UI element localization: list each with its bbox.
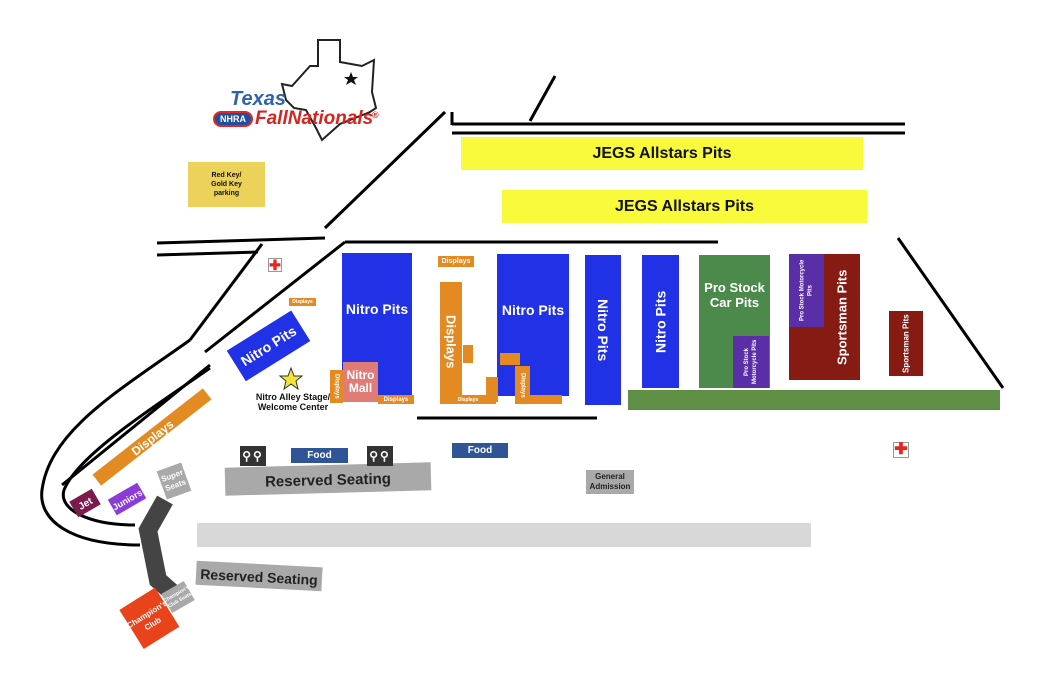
nitro-mall-line2: Mall xyxy=(348,381,373,395)
red-key-line3: parking xyxy=(213,190,240,197)
displays-block-a xyxy=(463,345,473,363)
capital-star-icon xyxy=(344,72,358,85)
sportsman-maroon-block xyxy=(789,326,824,380)
logo-texas-text: Texas xyxy=(230,88,286,110)
first-aid-icon: ✚ xyxy=(268,257,282,273)
jet-box[interactable]: Jet xyxy=(69,488,101,518)
displays-top-label[interactable]: Displays xyxy=(438,256,474,267)
jegs-allstars-pits-top[interactable]: JEGS Allstars Pits xyxy=(461,137,863,170)
restroom-icon-2: ⚲⚲ xyxy=(367,446,393,466)
displays-left-vertical[interactable]: Displays xyxy=(330,370,343,403)
displays-bottom-strip[interactable]: Displays xyxy=(440,395,496,404)
general-admission[interactable]: General Admission xyxy=(586,470,634,494)
displays-block-c xyxy=(500,353,520,365)
logo-registered-mark: ® xyxy=(372,110,379,120)
drag-strip xyxy=(197,523,811,547)
grandstand-path xyxy=(138,495,181,602)
red-key-parking[interactable]: Red Key/ Gold Key parking xyxy=(188,162,265,207)
nitro-pits-3[interactable]: Nitro Pits xyxy=(585,255,621,405)
nitro-mall-line1: Nitro xyxy=(346,368,375,382)
texas-outline-icon xyxy=(280,39,378,142)
svg-text:Reserved Seating: Reserved Seating xyxy=(265,470,391,490)
nitro-pits-2[interactable]: Nitro Pits xyxy=(497,254,569,396)
red-key-line2: Gold Key xyxy=(211,181,242,188)
champions-club-box[interactable]: Champion's Club xyxy=(118,586,181,649)
pro-stock-motorcycle-pits-upper[interactable]: Pro Stock Motorcycle Pits xyxy=(789,254,824,327)
displays-narrow[interactable]: Displays xyxy=(515,366,530,404)
nitro-alley-star-icon xyxy=(278,366,304,391)
juniors-box[interactable]: Juniors xyxy=(107,482,147,516)
pro-stock-motorcycle-pits-lower[interactable]: Pro Stock Motorcycle Pits xyxy=(733,336,769,388)
restroom-icon: ⚲⚲ xyxy=(240,446,266,466)
nitro-alley-line1: Nitro Alley Stage/ xyxy=(255,392,331,402)
nhra-badge: NHRA xyxy=(213,111,253,127)
svg-text:Reserved Seating: Reserved Seating xyxy=(200,566,318,588)
first-aid-icon-2: ✚ xyxy=(893,441,909,458)
nitro-pits-angled[interactable]: Nitro Pits xyxy=(226,310,311,382)
reserved-seating-lower[interactable]: Reserved Seating xyxy=(195,560,323,592)
displays-under-nitro[interactable]: Displays xyxy=(378,395,414,404)
nitro-alley-line2: Welcome Center xyxy=(257,402,329,412)
nitro-mall[interactable]: Nitro Mall xyxy=(343,362,378,402)
food-stand-2[interactable]: Food xyxy=(452,443,508,458)
champions-club-seats-box[interactable]: Champion's Club Seats xyxy=(160,580,196,614)
general-admission-line1: General xyxy=(595,472,625,481)
track-curve xyxy=(40,338,191,547)
sportsman-pits-main[interactable]: Sportsman Pits xyxy=(824,254,860,380)
displays-tall[interactable]: Displays xyxy=(440,282,462,401)
general-admission-line2: Admission xyxy=(589,482,631,491)
displays-small-angled[interactable]: Displays xyxy=(289,298,316,306)
nitro-pits-4[interactable]: Nitro Pits xyxy=(642,255,679,388)
reserved-seating-upper[interactable]: Reserved Seating xyxy=(224,462,432,496)
super-seats-box[interactable]: Super Seats xyxy=(156,462,192,500)
walkway-strip xyxy=(628,390,1000,410)
track-curve-inner xyxy=(61,366,211,527)
nitro-alley-stage-label: Nitro Alley Stage/ Welcome Center xyxy=(240,392,346,412)
jegs-allstars-pits-bottom[interactable]: JEGS Allstars Pits xyxy=(502,190,867,223)
displays-block-b xyxy=(486,377,498,402)
pro-stock-car-line2: Car Pits xyxy=(709,295,760,310)
pro-stock-car-line1: Pro Stock xyxy=(704,280,765,295)
red-key-line1: Red Key/ xyxy=(211,172,242,179)
logo-fallnationals-text: FallNationals xyxy=(255,108,374,129)
sportsman-pits-small[interactable]: Sportsman Pits xyxy=(889,311,923,376)
displays-block-d xyxy=(528,395,562,404)
food-stand-1[interactable]: Food xyxy=(291,448,348,463)
